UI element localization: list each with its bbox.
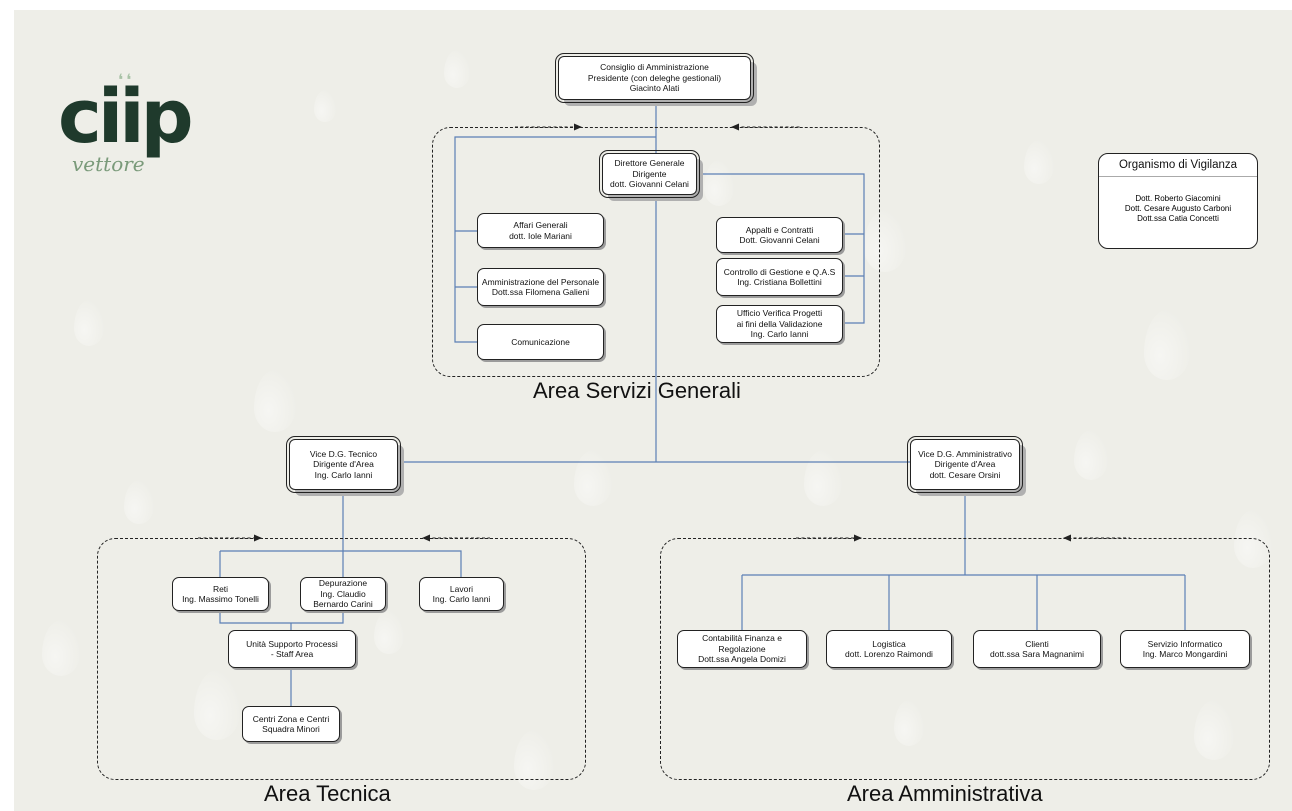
unit-title: Unità Supporto Processi [246,638,338,649]
unit-title: Affari Generali [513,220,568,230]
unit-manager: Ing. Carlo Ianni [432,594,491,604]
unit-comunicazione[interactable]: Comunicazione [477,324,604,360]
unit-title: Comunicazione [511,336,570,347]
unit-controllo-gestione[interactable]: Controllo di Gestione e Q.A.S Ing. Crist… [716,258,843,296]
board-line-3: Giacinto Alati [629,83,680,94]
unit-title: Centri Zona e Centri [252,713,330,724]
unit-manager: Ing. Marco Mongardini [1142,649,1228,659]
unit-reti[interactable]: Reti Ing. Massimo Tonelli [172,577,269,611]
unit-manager: dott. Lorenzo Raimondi [845,649,933,659]
area-amministrativa-frame [660,538,1270,780]
unit-ufficio-verifica-progetti[interactable]: Ufficio Verifica Progetti ai fini della … [716,305,843,343]
area-tecnica-frame [97,538,586,780]
unit-title: Reti [212,583,229,594]
head-line-2: Dirigente d'Area [934,459,996,470]
unit-contabilita-finanza[interactable]: Contabilità Finanza e Regolazione Dott.s… [677,630,807,668]
board-line-2: Presidente (con deleghe gestionali) [587,72,722,83]
area-servizi-generali-frame [432,127,880,377]
unit-manager: Ing. Cristiana Bollettini [737,277,822,287]
board-line-1: Consiglio di Amministrazione [600,62,709,73]
head-line-1: Vice D.G. Tecnico [309,448,378,459]
unit-title: Clienti [1025,638,1049,649]
oversight-member: Dott. Roberto Giacomini [1135,194,1221,203]
unit-depurazione[interactable]: Depurazione Ing. Claudio Bernardo Carini [300,577,386,611]
area-servizi-generali-title: Area Servizi Generali [533,378,741,403]
vice-dg-amministrativo-box[interactable]: Vice D.G. Amministrativo Dirigente d'Are… [907,436,1023,493]
head-line-3: Ing. Carlo Ianni [314,469,373,480]
unit-manager: Dott. Giovanni Celani [739,235,820,245]
unit-title: Logistica [872,638,906,649]
unit-appalti-contratti[interactable]: Appalti e Contratti Dott. Giovanni Celan… [716,217,843,253]
unit-amministrazione-personale[interactable]: Amministrazione del Personale Dott.ssa F… [477,268,604,306]
unit-title: Amministrazione del Personale [481,276,600,287]
head-line-1: Vice D.G. Amministrativo [918,448,1012,459]
director-line-1: Direttore Generale [614,158,685,169]
unit-title: Ufficio Verifica Progetti [736,308,823,319]
unit-subtitle: ai fini della Validazione [736,318,823,329]
unit-affari-generali[interactable]: Affari Generali dott. Iole Mariani [477,213,604,248]
logo-drops: ❛❛ [118,72,135,89]
unit-manager: dott. Iole Mariani [509,230,572,241]
unit-manager: dott.ssa Sara Magnanimi [989,649,1085,659]
unit-manager-1: Ing. Claudio [320,588,366,599]
unit-title: Servizio Informatico [1147,638,1223,649]
unit-subtitle: Regolazione [718,643,766,654]
unit-title: Depurazione [318,578,368,589]
oversight-title: Organismo di Vigilanza [1099,154,1257,177]
director-box[interactable]: Direttore Generale Dirigente dott. Giova… [599,150,700,198]
unit-logistica[interactable]: Logistica dott. Lorenzo Raimondi [826,630,952,668]
logo-main-text: ciip [58,74,194,160]
director-line-2: Dirigente [632,168,667,179]
unit-manager-2: Bernardo Carini [313,599,373,610]
unit-manager: Dott.ssa Filomena Galieni [491,287,590,297]
area-amministrativa-title: Area Amministrativa [847,781,1043,806]
unit-centri-zona[interactable]: Centri Zona e Centri Squadra Minori [242,706,340,742]
unit-title: Appalti e Contratti [745,224,814,235]
unit-clienti[interactable]: Clienti dott.ssa Sara Magnanimi [973,630,1101,668]
unit-title: Controllo di Gestione e Q.A.S [723,266,836,277]
head-line-2: Dirigente d'Area [313,459,374,470]
ciip-logo: ❛❛ ciip vettore [58,70,218,180]
director-line-3: dott. Giovanni Celani [610,179,689,190]
head-line-3: dott. Cesare Orsini [929,469,1001,480]
board-box[interactable]: Consiglio di Amministrazione Presidente … [555,53,754,103]
oversight-panel[interactable]: Organismo di Vigilanza Dott. Roberto Gia… [1098,153,1258,249]
oversight-member: Dott. Cesare Augusto Carboni [1124,204,1232,213]
unit-title: Lavori [449,583,474,594]
unit-subtitle: Squadra Minori [262,724,320,734]
unit-title: Contabilità Finanza e [702,633,782,644]
unit-subtitle: - Staff Area [270,649,314,659]
unit-lavori[interactable]: Lavori Ing. Carlo Ianni [419,577,504,611]
area-tecnica-title: Area Tecnica [264,781,391,806]
unit-supporto-processi[interactable]: Unità Supporto Processi - Staff Area [228,630,356,668]
unit-manager: Dott.ssa Angela Domizi [698,654,786,665]
unit-manager: Ing. Massimo Tonelli [182,594,259,604]
oversight-members: Dott. Roberto Giacomini Dott. Cesare Aug… [1099,194,1257,224]
unit-servizio-informatico[interactable]: Servizio Informatico Ing. Marco Mongardi… [1120,630,1250,668]
logo-sub-text: vettore [72,152,145,176]
unit-manager: Ing. Carlo Ianni [750,329,809,340]
vice-dg-tecnico-box[interactable]: Vice D.G. Tecnico Dirigente d'Area Ing. … [286,436,401,493]
oversight-member: Dott.ssa Catia Concetti [1137,214,1219,223]
